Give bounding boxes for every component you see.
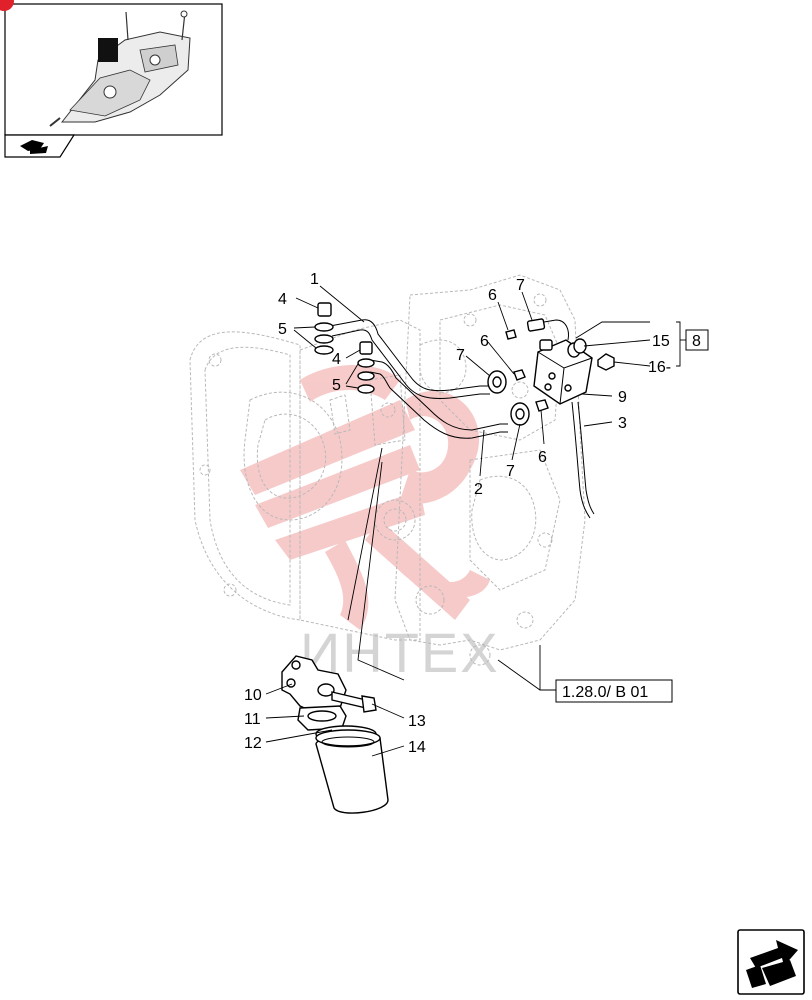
back-arrow-icon [20, 140, 48, 154]
callout-4-upper: 4 [278, 291, 287, 308]
plug-16 [597, 353, 615, 371]
banjo-bolt-lower [357, 341, 375, 394]
callout-labels: 1 4 5 4 5 7 6 6 7 2 7 6 9 3 15 16- 10 11… [244, 271, 671, 756]
callout-leaders [265, 285, 686, 757]
callout-11: 11 [244, 711, 261, 728]
callout-6-top: 6 [488, 287, 497, 304]
callout-9: 9 [618, 389, 627, 406]
oil-pipe-2 [369, 359, 508, 439]
callout-13: 13 [408, 713, 426, 730]
reference-link-label: 1.28.0/ B 01 [562, 684, 648, 701]
connector-7-top [526, 318, 569, 341]
transmission-assembly-thumbnail [49, 10, 191, 127]
callout-12: 12 [244, 735, 262, 752]
plug-15 [567, 338, 587, 358]
callout-14: 14 [408, 739, 426, 756]
callout-6-bottom: 6 [538, 449, 547, 466]
reference-link-box[interactable]: 1.28.0/ B 01 [555, 679, 673, 703]
next-page-button[interactable] [737, 929, 805, 995]
callout-5-upper: 5 [278, 321, 287, 338]
callout-10: 10 [244, 687, 262, 704]
transmission-housing-ghost [189, 274, 586, 666]
callout-15: 15 [652, 333, 670, 350]
callout-7-top: 7 [516, 277, 525, 294]
filter-leader-lines [347, 447, 556, 691]
callout-2: 2 [474, 481, 483, 498]
seal-ring-upper [487, 370, 507, 394]
callout-1: 1 [310, 271, 319, 288]
fitting-6-lower [535, 399, 549, 412]
next-page-arrow-icon [746, 940, 798, 988]
fitting-6-top [505, 329, 517, 340]
seal-ring-lower [510, 402, 530, 426]
callout-7-left: 7 [456, 347, 465, 364]
watermark-logo [240, 365, 490, 630]
filter-bolt-13 [331, 691, 377, 713]
callout-7-bottom: 7 [506, 463, 515, 480]
banjo-bolt-upper [314, 302, 334, 355]
fitting-6-middle [513, 369, 526, 381]
callout-6-middle: 6 [480, 333, 489, 350]
callout-8-box[interactable]: 8 [685, 329, 709, 351]
callout-5-lower: 5 [332, 377, 341, 394]
thumbnail-panel[interactable] [0, 0, 223, 136]
callout-3: 3 [618, 415, 627, 432]
callout-4-lower: 4 [332, 351, 341, 368]
callout-16: 16- [648, 359, 671, 376]
oil-filter-cartridge [315, 729, 389, 814]
oil-pipe-1 [329, 319, 490, 399]
thumbnail-nav-tab[interactable] [4, 134, 76, 158]
oil-pipe-3 [571, 401, 595, 519]
callout-8: 8 [692, 333, 701, 350]
